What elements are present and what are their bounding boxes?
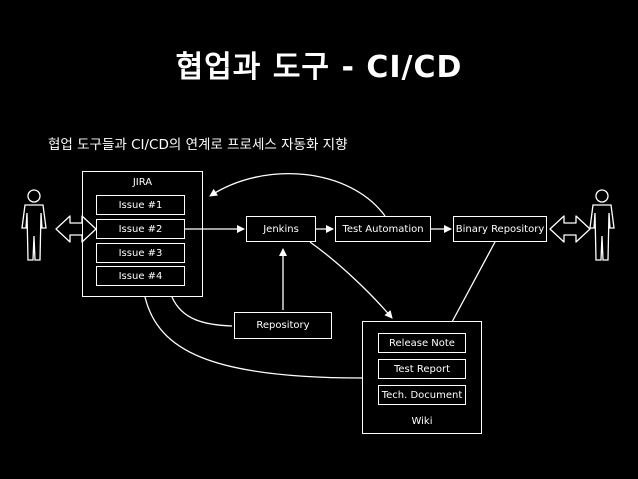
jira-panel: JIRA: [82, 171, 203, 297]
arrow-jira-to-wiki: [144, 296, 363, 379]
test-report-box: Test Report: [378, 359, 466, 379]
person-icon-left: [21, 189, 47, 261]
arrow-jenkins-to-wiki: [309, 241, 393, 319]
double-arrow-right: [549, 215, 591, 243]
binary-repository-box: Binary Repository: [453, 216, 547, 242]
issue-3: Issue #3: [96, 243, 185, 263]
jira-label: JIRA: [132, 177, 153, 188]
wiki-label: Wiki: [411, 416, 433, 427]
tech-document-box: Tech. Document: [378, 385, 466, 405]
arrow-test-to-jira: [209, 173, 386, 217]
wiki-panel: Wiki: [362, 321, 482, 434]
arrow-jira-to-repo: [171, 296, 233, 327]
person-icon-right: [589, 189, 615, 261]
page-title: 협업과 도구 - CI/CD: [175, 50, 463, 85]
test-automation-box: Test Automation: [335, 216, 431, 242]
issue-1: Issue #1: [96, 195, 185, 215]
release-note-box: Release Note: [378, 333, 466, 353]
subtitle: 협업 도구들과 CI/CD의 연계로 프로세스 자동화 지향: [48, 137, 348, 153]
repository-box: Repository: [234, 312, 332, 339]
issue-2: Issue #2: [96, 219, 185, 239]
jenkins-box: Jenkins: [246, 216, 316, 242]
issue-4: Issue #4: [96, 266, 185, 286]
line-binary-to-wiki: [451, 241, 496, 323]
